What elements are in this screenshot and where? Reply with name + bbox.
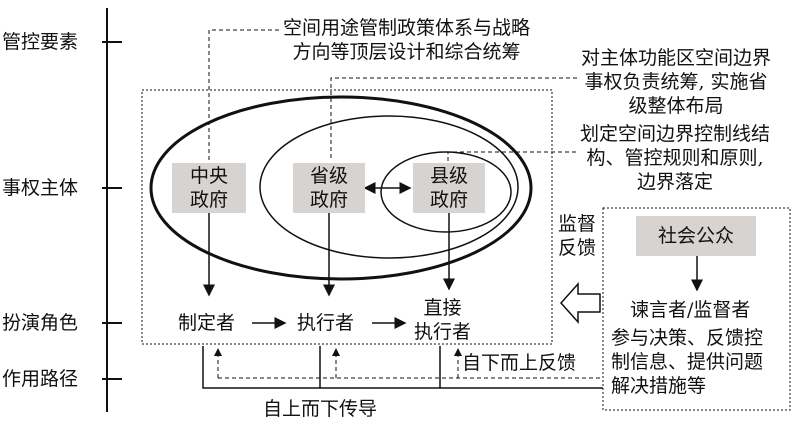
axis-label-management: 管控要素	[2, 31, 79, 53]
central-ellipse	[149, 95, 533, 281]
central-government-box: 中央 政府	[172, 163, 246, 213]
axis-label-paths: 作用路径	[2, 368, 79, 390]
public-actions: 参与决策、反馈控 制信息、提供问题 解决措施等	[611, 327, 764, 397]
annotation-provincial: 对主体功能区空间边界 事权负责统筹, 实施省 级整体布局	[581, 47, 772, 117]
leader-top-level	[208, 29, 280, 160]
axis-label-roles: 扮演角色	[2, 312, 79, 334]
public-box: 社会公众	[636, 216, 756, 256]
path-top-down	[202, 346, 603, 389]
top-down-label: 自上而下传导	[263, 398, 378, 420]
government-frame	[141, 89, 553, 345]
annotation-top-level: 空间用途管制政策体系与战略 方向等顶层设计和综合统筹	[283, 17, 531, 63]
annotation-county: 划定空间边界控制线结 构、管控规则和原则, 边界落定	[580, 123, 771, 193]
leader-provincial	[330, 77, 577, 158]
role-direct-executor: 直接 执行者	[414, 297, 472, 343]
provincial-government-box: 省级 政府	[293, 163, 365, 213]
county-government-box: 县级 政府	[413, 163, 485, 213]
provincial-ellipse	[259, 115, 519, 259]
axis-label-subjects: 事权主体	[2, 177, 79, 199]
bottom-up-label: 自下而上反馈	[462, 352, 577, 374]
role-advisor: 谏言者/监督者	[630, 299, 751, 321]
hollow-left-arrow	[559, 282, 601, 324]
leader-county	[447, 151, 578, 168]
supervise-feedback-label: 监督 反馈	[558, 213, 597, 259]
public-frame	[602, 207, 791, 411]
role-executor: 执行者	[297, 312, 355, 334]
role-maker: 制定者	[178, 312, 236, 334]
